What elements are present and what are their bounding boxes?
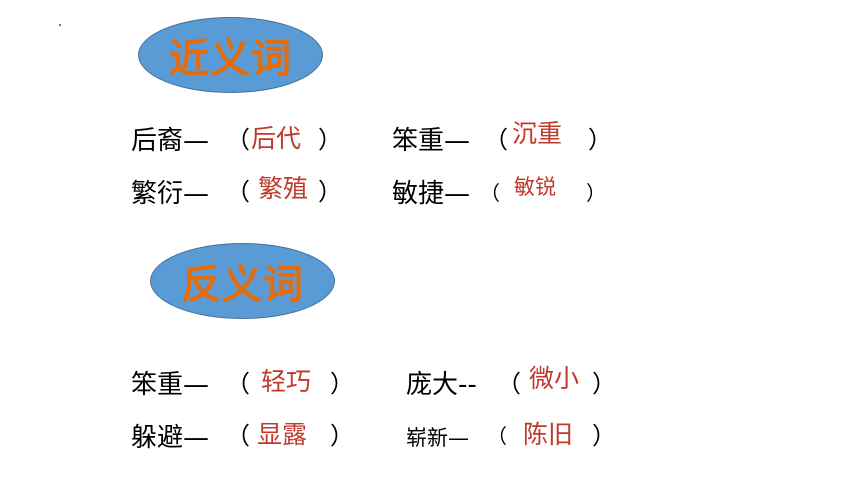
synonym-term: 繁衍— [131,179,210,209]
open-paren: （ [480,181,500,205]
antonym-term: 躲避— [131,423,210,453]
open-paren: （ [487,424,507,448]
open-paren: （ [484,126,508,154]
close-paren: ） [588,126,612,154]
open-paren: （ [226,178,250,206]
synonym-answer: 繁殖 [258,174,309,203]
synonym-answer: 敏锐 [514,175,556,199]
antonym-term: 笨重— [131,370,210,400]
open-paren: （ [226,370,250,398]
open-paren: （ [226,126,250,154]
antonym-term: 庞大-- [406,370,477,400]
close-paren: ） [330,370,354,398]
antonyms-heading: 反义词 [181,262,304,308]
stray-dot [59,24,61,26]
antonym-term: 崭新— [406,426,469,450]
close-paren: ） [592,422,616,450]
antonym-answer: 轻巧 [261,367,312,396]
open-paren: （ [497,370,521,398]
antonym-answer: 陈旧 [523,420,574,449]
antonym-answer: 显露 [257,420,308,449]
synonyms-heading: 近义词 [169,36,292,82]
synonyms-heading-badge: 近义词 [138,17,323,93]
synonym-answer: 后代 [251,124,302,153]
antonym-answer: 微小 [529,364,580,393]
synonym-term: 后裔— [131,126,210,156]
close-paren: ） [318,126,342,154]
close-paren: ） [330,422,354,450]
open-paren: （ [226,422,250,450]
synonym-term: 敏捷— [392,179,471,209]
synonym-term: 笨重— [392,126,471,156]
close-paren: ） [586,181,606,205]
antonyms-heading-badge: 反义词 [150,243,335,319]
close-paren: ） [592,370,616,398]
synonym-answer: 沉重 [512,119,563,148]
close-paren: ） [318,178,342,206]
